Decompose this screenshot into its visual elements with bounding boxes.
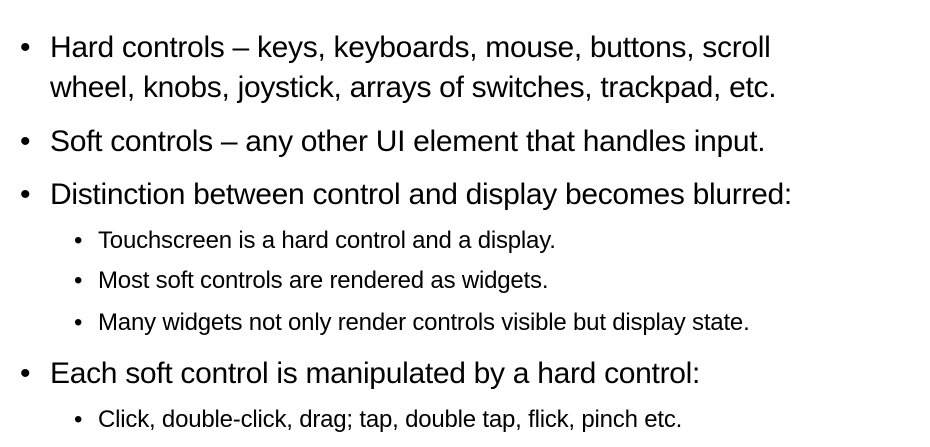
bullet-hard-controls: Hard controls – keys, keyboards, mouse, … [20,28,771,68]
sub-bullet-display-state: Many widgets not only render controls vi… [74,307,750,339]
sub-bullet-touchscreen: Touchscreen is a hard control and a disp… [74,225,556,257]
sub-bullet-widgets: Most soft controls are rendered as widge… [74,265,549,297]
bullet-text-line: Each soft control is manipulated by a ha… [50,357,701,390]
bullet-manipulated: Each soft control is manipulated by a ha… [20,354,701,394]
sub-bullet-text: Click, double-click, drag; tap, double t… [98,406,683,433]
bullet-distinction: Distinction between control and display … [20,175,792,215]
sub-bullet-text: Most soft controls are rendered as widge… [98,267,549,294]
sub-bullet-text: Many widgets not only render controls vi… [98,309,750,336]
bullet-text-line: Soft controls – any other UI element tha… [50,125,766,158]
bullet-text-line: Distinction between control and display … [50,178,792,211]
sub-bullet-gestures: Click, double-click, drag; tap, double t… [74,404,683,436]
bullet-text-line: wheel, knobs, joystick, arrays of switch… [50,71,777,104]
sub-bullet-text: Touchscreen is a hard control and a disp… [98,227,556,254]
bullet-soft-controls: Soft controls – any other UI element tha… [20,122,766,162]
bullet-hard-controls-continuation: wheel, knobs, joystick, arrays of switch… [50,68,777,108]
bullet-text-line: Hard controls – keys, keyboards, mouse, … [50,31,771,64]
